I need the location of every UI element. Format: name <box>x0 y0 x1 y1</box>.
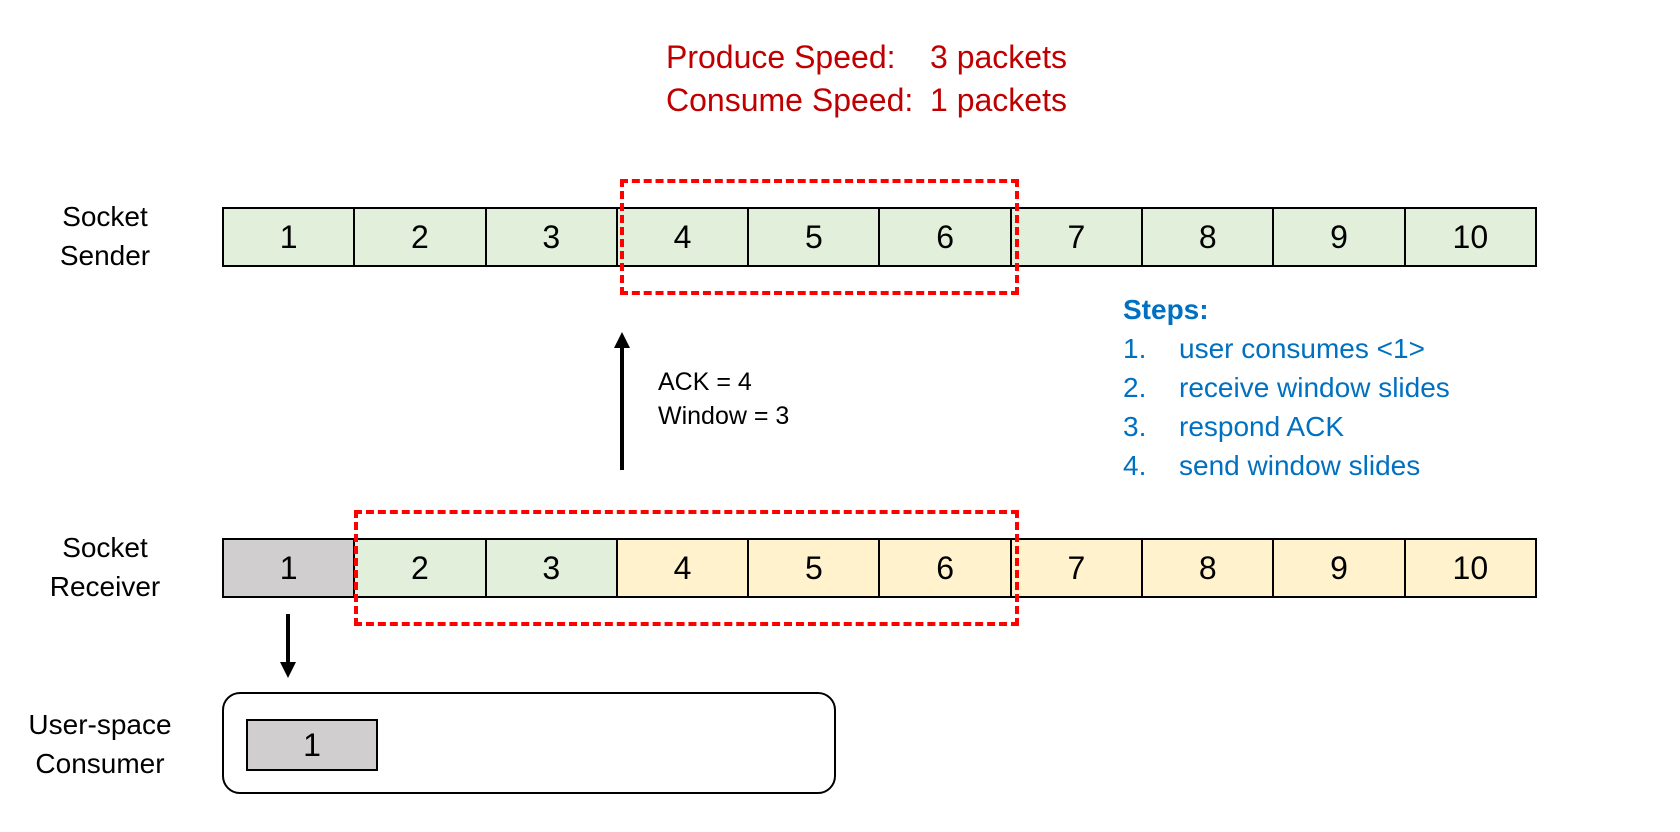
consumer-box: 1 <box>222 692 836 794</box>
consumer-label-line2: Consumer <box>35 748 165 779</box>
sender-label-line2: Sender <box>59 240 151 271</box>
step-text: send window slides <box>1179 450 1421 481</box>
step-item: 3. respond ACK <box>1123 407 1344 446</box>
step-number: 2. <box>1123 372 1147 403</box>
receiver-packet-cell: 5 <box>747 540 879 596</box>
steps-list: Steps: 1. user consumes <1> 2. receive w… <box>1123 290 1450 485</box>
step-text: receive window slides <box>1179 372 1450 403</box>
receiver-packet-cell: 8 <box>1141 540 1273 596</box>
consumer-label: User-space Consumer <box>20 705 180 783</box>
step-item: 4. send window slides <box>1123 446 1420 485</box>
sender-packet-cell: 4 <box>615 209 748 265</box>
ack-value: ACK = 4 <box>658 368 752 396</box>
receiver-label: Socket Receiver <box>40 528 170 606</box>
step-number: 3. <box>1123 411 1147 442</box>
produce-speed-label: Produce Speed: <box>666 39 896 75</box>
ack-arrow-head <box>614 332 630 348</box>
step-number: 4. <box>1123 450 1147 481</box>
receiver-label-line1: Socket <box>62 532 148 563</box>
sender-packet-cell: 8 <box>1141 209 1273 265</box>
step-text: user consumes <1> <box>1179 333 1425 364</box>
receiver-packet-cell: 4 <box>615 540 748 596</box>
receiver-packet-cell: 2 <box>353 540 485 596</box>
receiver-packet-cell: 9 <box>1272 540 1404 596</box>
sender-packet-cell: 7 <box>1009 209 1142 265</box>
receiver-label-line2: Receiver <box>49 571 161 602</box>
consume-arrow-shaft <box>286 614 290 664</box>
consume-speed-label: Consume Speed: <box>666 82 914 118</box>
receiver-packet-cell: 1 <box>224 540 354 596</box>
sender-packet-cell: 10 <box>1403 209 1535 265</box>
produce-speed-value: 3 packets <box>930 39 1067 75</box>
sender-label-line1: Socket <box>62 201 148 232</box>
step-text: respond ACK <box>1179 411 1344 442</box>
step-item: 2. receive window slides <box>1123 368 1450 407</box>
steps-title: Steps: <box>1123 294 1209 325</box>
sender-packet-cell: 2 <box>353 209 485 265</box>
step-item: 1. user consumes <1> <box>1123 329 1425 368</box>
receiver-packet-cell: 10 <box>1403 540 1535 596</box>
sender-packet-cell: 1 <box>224 209 354 265</box>
receiver-packet-cell: 7 <box>1009 540 1142 596</box>
window-value: Window = 3 <box>658 402 790 430</box>
consumer-label-line1: User-space <box>28 709 172 740</box>
sender-packet-cell: 6 <box>878 209 1010 265</box>
receive-window <box>354 510 1019 626</box>
consume-speed-value: 1 packets <box>930 82 1067 118</box>
step-number: 1. <box>1123 333 1147 364</box>
send-window <box>620 179 1019 295</box>
consumed-packet: 1 <box>246 719 378 771</box>
sender-packet-cell: 9 <box>1272 209 1404 265</box>
sender-packet-cell: 5 <box>747 209 879 265</box>
ack-arrow-shaft <box>620 346 624 470</box>
sender-label: Socket Sender <box>40 197 170 275</box>
ack-message: ACK = 4 Window = 3 <box>658 365 789 433</box>
receiver-packet-cell: 6 <box>878 540 1010 596</box>
receiver-packet-cell: 3 <box>484 540 616 596</box>
consume-arrow-head <box>280 662 296 678</box>
sender-packet-cell: 3 <box>484 209 616 265</box>
